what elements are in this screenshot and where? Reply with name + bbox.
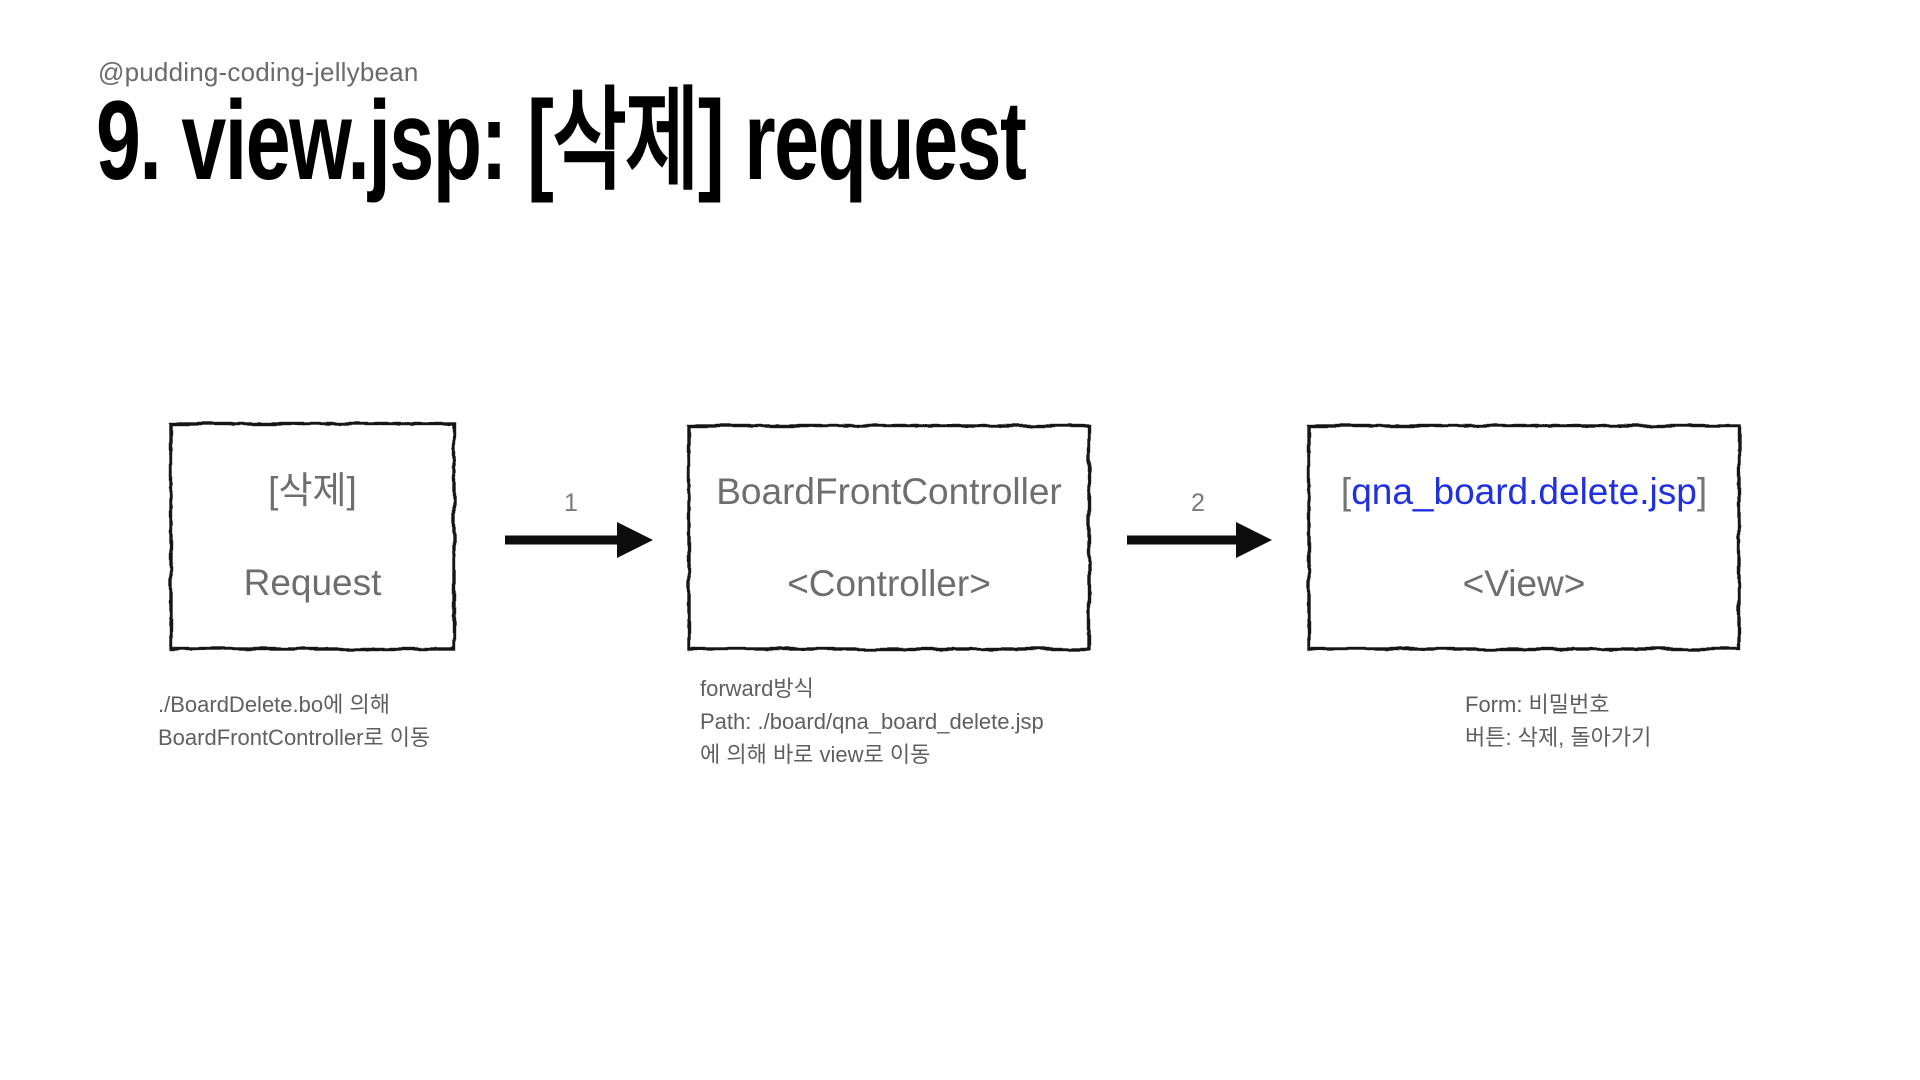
diagram-node-view: [qna_board.delete.jsp] <View> <box>1305 422 1743 653</box>
node-controller-border <box>687 424 1091 651</box>
caption-request: ./BoardDelete.bo에 의해 BoardFrontControlle… <box>158 692 431 750</box>
node-view-border <box>1307 424 1741 651</box>
arrow-1-icon <box>505 522 653 558</box>
node-view-open-bracket: [ <box>1340 470 1352 512</box>
node-view-line2: <View> <box>1462 562 1586 604</box>
node-view-jsp-link: qna_board.delete.jsp <box>1351 470 1697 512</box>
caption-view: Form: 비밀번호 버튼: 삭제, 돌아가기 <box>1465 692 1652 750</box>
author-handle: @pudding-coding-jellybean <box>98 57 419 87</box>
node-request-border <box>169 422 456 651</box>
node-view-line1: [qna_board.delete.jsp] <box>1341 470 1707 514</box>
arrow-1-label: 1 <box>564 489 578 517</box>
arrow-2-icon <box>1127 522 1272 558</box>
slide-title: 9. view.jsp: [삭제] request <box>96 78 1027 203</box>
diagram-node-controller: BoardFrontController <Controller> <box>685 422 1093 653</box>
node-request-line2: Request <box>243 561 382 603</box>
node-view-close-bracket: ] <box>1696 470 1708 512</box>
diagram-node-request: [삭제] Request <box>167 420 458 653</box>
node-controller-line1: BoardFrontController <box>716 470 1062 512</box>
arrow-2-label: 2 <box>1191 489 1205 517</box>
caption-controller: forward방식 Path: ./board/qna_board_delete… <box>700 676 1044 767</box>
node-request-line1: [삭제] <box>268 469 357 511</box>
node-controller-line2: <Controller> <box>787 562 991 604</box>
